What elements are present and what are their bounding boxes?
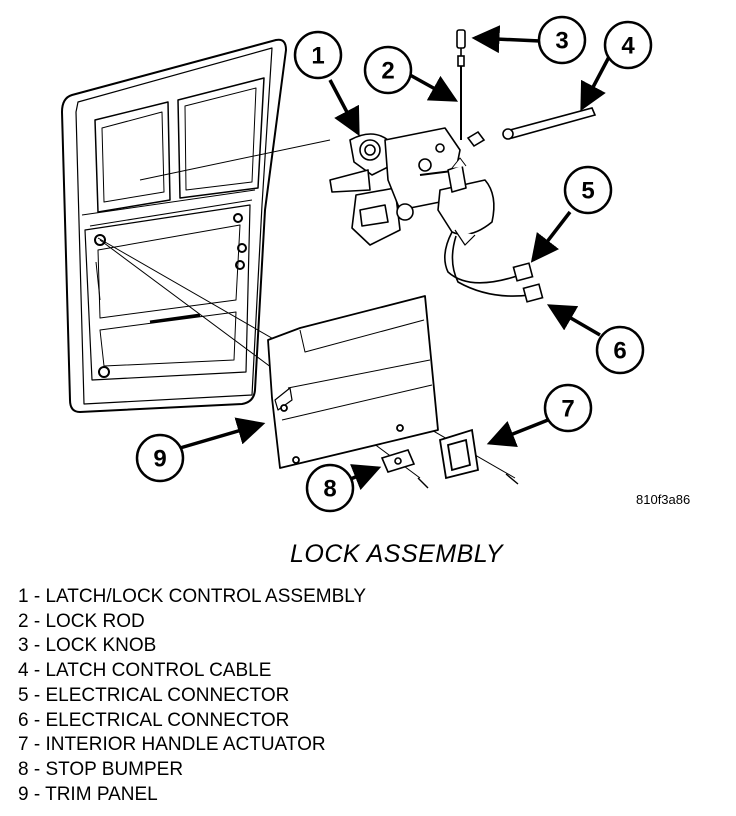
callout-9 (135, 433, 185, 483)
callout-number-1: 1 (311, 43, 324, 70)
door-shell (61, 38, 287, 413)
callout-2 (363, 45, 413, 95)
interior-handle-actuator (438, 428, 480, 480)
callout-3 (537, 15, 587, 65)
electrical-wiring (444, 231, 544, 303)
legend-item: 1 - LATCH/LOCK CONTROL ASSEMBLY (18, 586, 367, 607)
callout-number-7: 7 (561, 396, 574, 423)
callout-arrows (179, 25, 612, 491)
callout-5 (563, 165, 613, 215)
legend-item: 9 - TRIM PANEL (18, 783, 158, 805)
lock-assembly-diagram: 1 2 3 4 5 6 7 8 9 (61, 15, 653, 513)
legend-item: 2 - LOCK ROD (18, 610, 145, 632)
stop-bumper (380, 449, 519, 489)
diagram-title: LOCK ASSEMBLY (290, 540, 504, 568)
callout-number-8: 8 (323, 476, 336, 503)
callout-7 (543, 383, 593, 433)
legend-item: 8 - STOP BUMPER (18, 758, 184, 780)
callout-number-4: 4 (621, 33, 635, 60)
callout-4 (603, 20, 653, 70)
callout-number-3: 3 (555, 28, 568, 55)
callout-1 (293, 30, 343, 80)
callout-number-6: 6 (613, 338, 626, 365)
callout-circles (135, 15, 653, 513)
lock-rod-and-knob (456, 29, 486, 148)
callout-numbers: 1 2 3 4 5 6 7 8 9 (153, 28, 635, 503)
callout-6 (595, 325, 645, 375)
parts-legend: 1 - LATCH/LOCK CONTROL ASSEMBLY 2 - LOCK… (18, 585, 366, 807)
legend-item: 3 - LOCK KNOB (18, 635, 157, 657)
legend-item: 4 - LATCH CONTROL CABLE (18, 660, 272, 682)
callout-number-2: 2 (381, 58, 394, 85)
latch-lock-control-assembly (329, 127, 495, 246)
callout-number-5: 5 (581, 178, 594, 205)
latch-control-cable (502, 107, 597, 140)
figure-reference-code: 810f3a86 (636, 492, 691, 507)
legend-item: 7 - INTERIOR HANDLE ACTUATOR (18, 734, 326, 756)
callout-number-9: 9 (153, 446, 166, 473)
legend-item: 6 - ELECTRICAL CONNECTOR (18, 709, 290, 731)
trim-panel (267, 295, 439, 469)
callout-8 (305, 463, 355, 513)
legend-item: 5 - ELECTRICAL CONNECTOR (18, 684, 290, 706)
